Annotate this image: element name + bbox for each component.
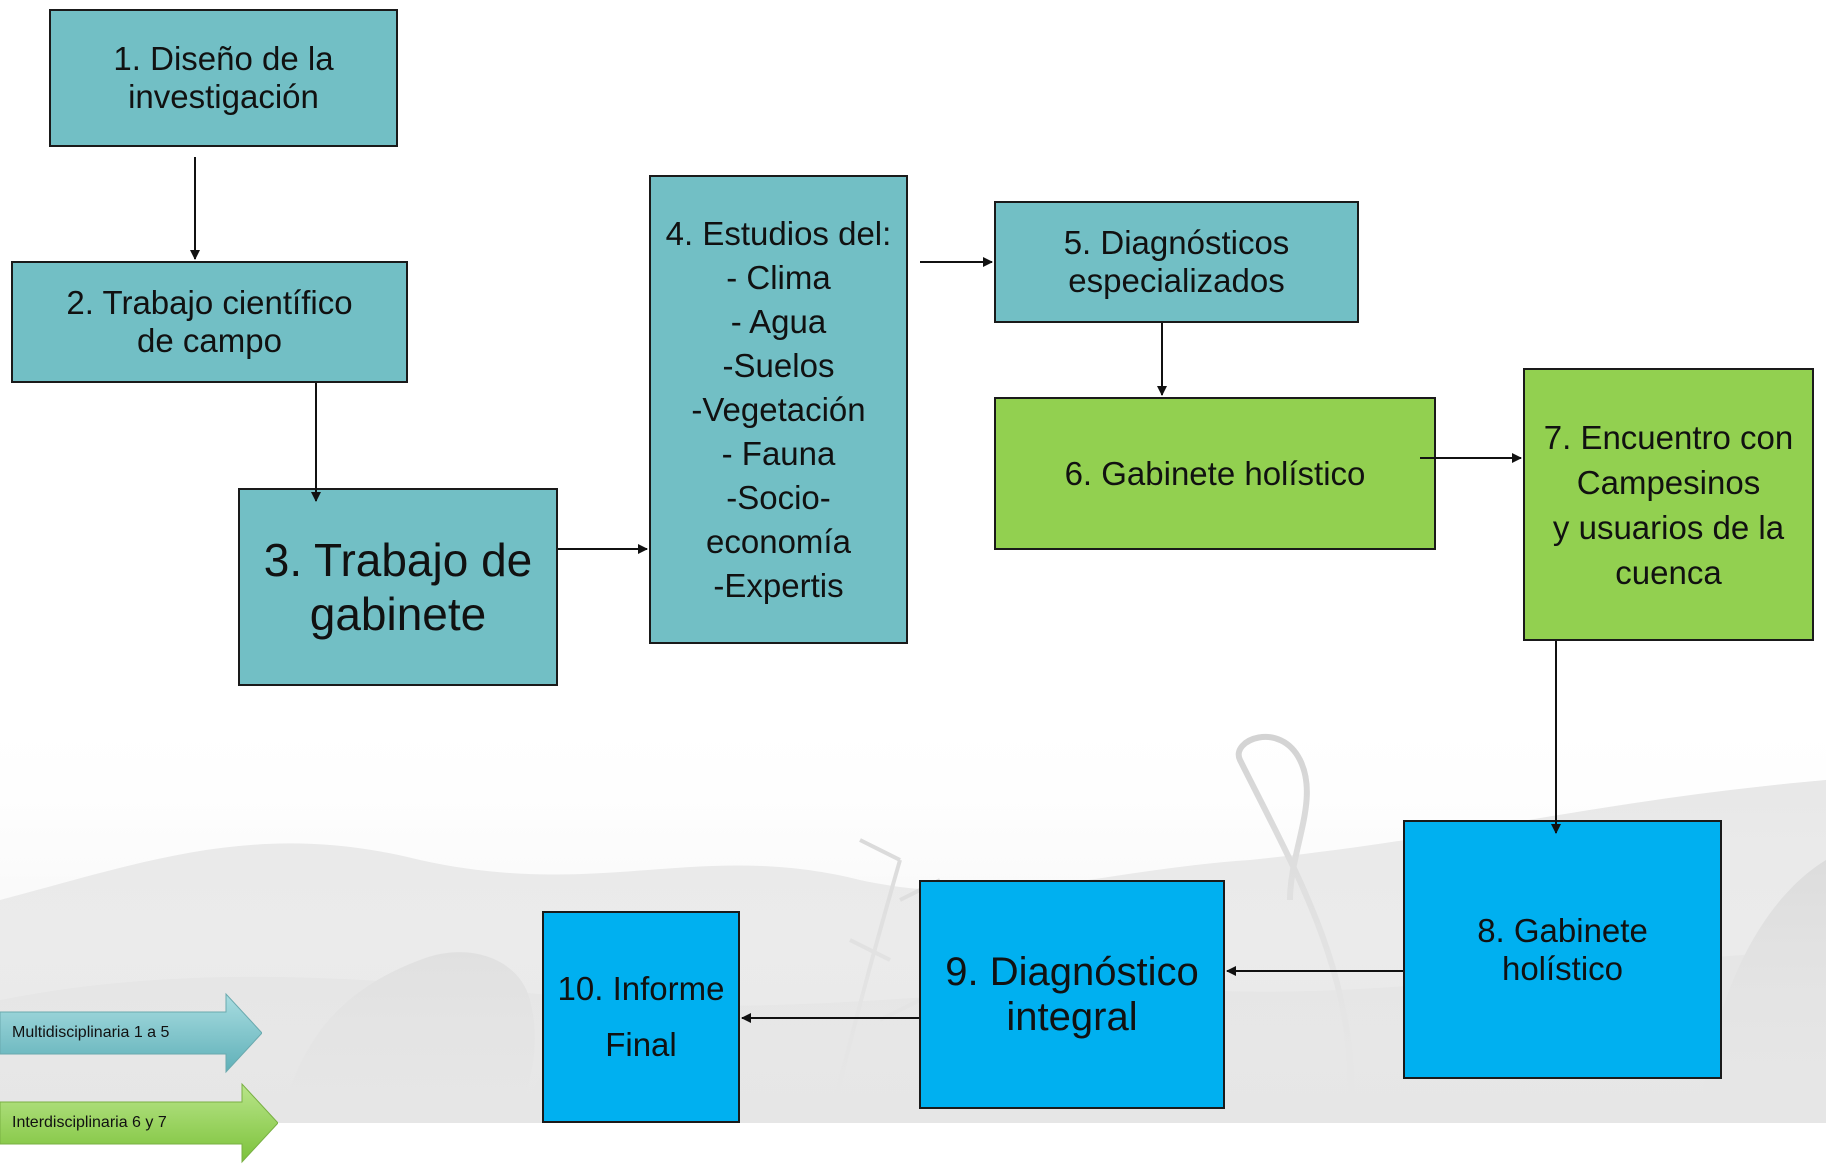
step-text-line: economía (706, 522, 851, 560)
step-text-line: -Suelos (722, 346, 835, 384)
step-text-line: holístico (1501, 949, 1624, 987)
step-6-box: 6. Gabinete holístico (994, 397, 1436, 550)
step-text-line: de campo (137, 322, 282, 359)
step-text-line: gabinete (309, 588, 487, 640)
step-text-line: especializados (1068, 262, 1285, 299)
step-text-line: 9. Diagnóstico (945, 949, 1199, 994)
step-text-line: 10. Informe (557, 970, 725, 1007)
step-text-line: 7. Encuentro con (1543, 418, 1794, 456)
step-text-line: 8. Gabinete (1477, 911, 1648, 949)
step-text-line: 3. Trabajo de (263, 534, 533, 586)
step-text-line: -Vegetación (691, 390, 866, 428)
step-text-line: 4. Estudios del: (665, 214, 892, 252)
step-text-line: 1. Diseño de la (113, 40, 334, 77)
step-text-line: investigación (128, 78, 319, 115)
legend-interdisciplinaria-label: Interdisciplinaria 6 y 7 (12, 1114, 167, 1131)
step-text-line: y usuarios de la (1552, 508, 1785, 546)
step-text-line: Final (605, 1026, 677, 1063)
step-text-line: 6. Gabinete holístico (1064, 454, 1366, 492)
connectors (190, 157, 1561, 1023)
legend-arrow-teal-icon (0, 992, 262, 1074)
legend-multidisciplinaria: Multidisciplinaria 1 a 5 (0, 992, 262, 1074)
step-text-line: - Agua (730, 302, 827, 340)
step-text-line: 2. Trabajo científico (66, 284, 353, 321)
legend-multidisciplinaria-label: Multidisciplinaria 1 a 5 (12, 1024, 170, 1041)
step-text-line: - Clima (726, 258, 831, 296)
step-text-line: -Expertis (713, 566, 844, 604)
legend-interdisciplinaria: Interdisciplinaria 6 y 7 (0, 1082, 278, 1164)
step-text-line: cuenca (1615, 553, 1722, 591)
step-4-text: 4. Estudios del: - Clima - Agua -Suelos -Veg… (666, 212, 892, 608)
step-text-line: Campesinos (1576, 463, 1761, 501)
step-text-line: - Fauna (721, 434, 836, 472)
step-6-text: 6. Gabinete holístico (1065, 455, 1366, 493)
step-text-line: integral (1006, 994, 1138, 1039)
step-text-line: 5. Diagnósticos (1063, 224, 1290, 261)
step-text-line: -Socio- (726, 478, 831, 516)
step-4-box: 4. Estudios del: - Clima - Agua -Suelos -Veg… (649, 175, 908, 644)
